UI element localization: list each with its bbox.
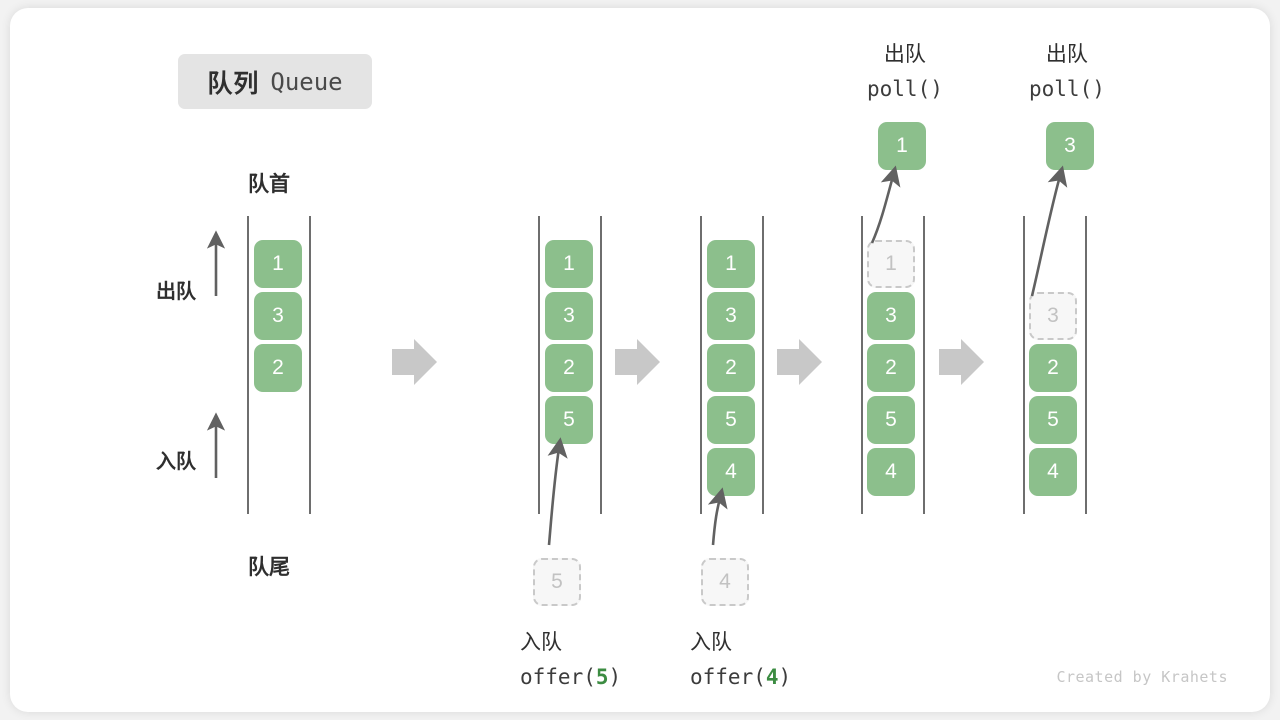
title-en: Queue xyxy=(270,67,343,96)
tail-caption: 队尾 xyxy=(248,556,290,579)
rail-left xyxy=(538,216,540,514)
offer-4-caption-code: offer(4) xyxy=(690,665,792,689)
popped-element: 1 xyxy=(878,122,926,170)
queue-cell-new: 5 xyxy=(545,396,593,444)
dequeued-element-ghost: 3 xyxy=(1029,292,1077,340)
queue-cell: 3 xyxy=(867,292,915,340)
queue-cell: 5 xyxy=(867,396,915,444)
dequeued-element-ghost: 1 xyxy=(867,240,915,288)
title-badge: 队列 Queue xyxy=(178,54,372,109)
dequeue-side-label: 出队 xyxy=(156,281,196,303)
queue-cell: 3 xyxy=(254,292,302,340)
offer-5-caption-code: offer(5) xyxy=(520,665,622,689)
diagram-card: 队列 Queue 队首 队尾 出队 入队 1 3 2 1 3 2 5 5 入队 xyxy=(10,8,1270,712)
queue-cell: 2 xyxy=(1029,344,1077,392)
queue-cell: 2 xyxy=(545,344,593,392)
offer-4-caption: 入队 offer(4) xyxy=(690,626,791,694)
rail-left xyxy=(700,216,702,514)
offer-4-caption-cn: 入队 xyxy=(690,631,732,654)
queue-cell: 3 xyxy=(707,292,755,340)
queue-cell: 5 xyxy=(707,396,755,444)
poll-1-caption: 出队 poll() xyxy=(867,38,943,106)
incoming-element-ghost: 5 xyxy=(533,558,581,606)
queue-cell: 1 xyxy=(545,240,593,288)
queue-cell: 4 xyxy=(867,448,915,496)
credit-text: Created by Krahets xyxy=(1056,668,1228,686)
offer-5-caption: 入队 offer(5) xyxy=(520,626,621,694)
rail-right xyxy=(762,216,764,514)
rail-left xyxy=(861,216,863,514)
rail-right xyxy=(600,216,602,514)
rail-right xyxy=(1085,216,1087,514)
queue-cell: 5 xyxy=(1029,396,1077,444)
rail-left xyxy=(1023,216,1025,514)
enqueue-side-label: 入队 xyxy=(156,451,196,473)
queue-cell: 1 xyxy=(254,240,302,288)
popped-element: 3 xyxy=(1046,122,1094,170)
offer-5-caption-cn: 入队 xyxy=(520,631,562,654)
queue-cell: 3 xyxy=(545,292,593,340)
poll-1-caption-code: poll() xyxy=(867,77,943,101)
poll-1-caption-cn: 出队 xyxy=(883,43,926,66)
rail-left xyxy=(247,216,249,514)
poll-3-caption-cn: 出队 xyxy=(1045,43,1088,66)
rail-right xyxy=(923,216,925,514)
rail-right xyxy=(309,216,311,514)
queue-cell: 2 xyxy=(707,344,755,392)
poll-3-caption: 出队 poll() xyxy=(1029,38,1105,106)
queue-cell: 2 xyxy=(867,344,915,392)
queue-cell: 4 xyxy=(1029,448,1077,496)
queue-cell: 1 xyxy=(707,240,755,288)
queue-cell: 2 xyxy=(254,344,302,392)
poll-3-caption-code: poll() xyxy=(1029,77,1105,101)
title-cn: 队列 xyxy=(207,69,260,98)
queue-cell-new: 4 xyxy=(707,448,755,496)
incoming-element-ghost: 4 xyxy=(701,558,749,606)
head-caption: 队首 xyxy=(248,173,290,196)
